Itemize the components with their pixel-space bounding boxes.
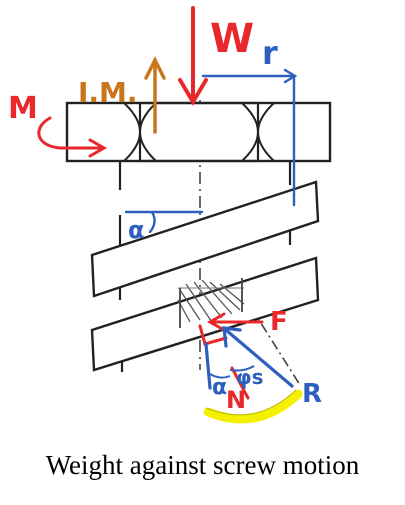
input-moment-label: I.M. (78, 76, 138, 109)
collar (65, 101, 332, 163)
friction-cone-arc-edge (205, 389, 297, 416)
lower-lead-angle-arc (209, 373, 231, 379)
normal-arrow (230, 366, 250, 400)
lead-angle-label: α (128, 216, 145, 244)
weight-label: W (210, 16, 254, 62)
moment-arrow (37, 116, 108, 158)
normal-label: N (226, 386, 246, 414)
weight-arrow (178, 6, 208, 106)
radius-label: r (262, 34, 278, 72)
friction-cone-arc (203, 389, 303, 424)
input-moment-arrow (144, 56, 166, 134)
force-label: F (270, 307, 288, 337)
lead-angle-mark (124, 210, 204, 234)
thread-upper (90, 180, 320, 298)
lower-lead-angle-label: α (212, 375, 227, 400)
friction-angle-label: φs (236, 365, 264, 389)
friction-angle-arc (229, 365, 255, 372)
moment-label: M (8, 91, 38, 126)
hatched-region (177, 279, 245, 323)
resultant-arrow (204, 326, 294, 390)
resultant-label: R (302, 379, 322, 409)
caption: Weight against screw motion (45, 450, 360, 480)
radius-dimension (201, 68, 298, 207)
